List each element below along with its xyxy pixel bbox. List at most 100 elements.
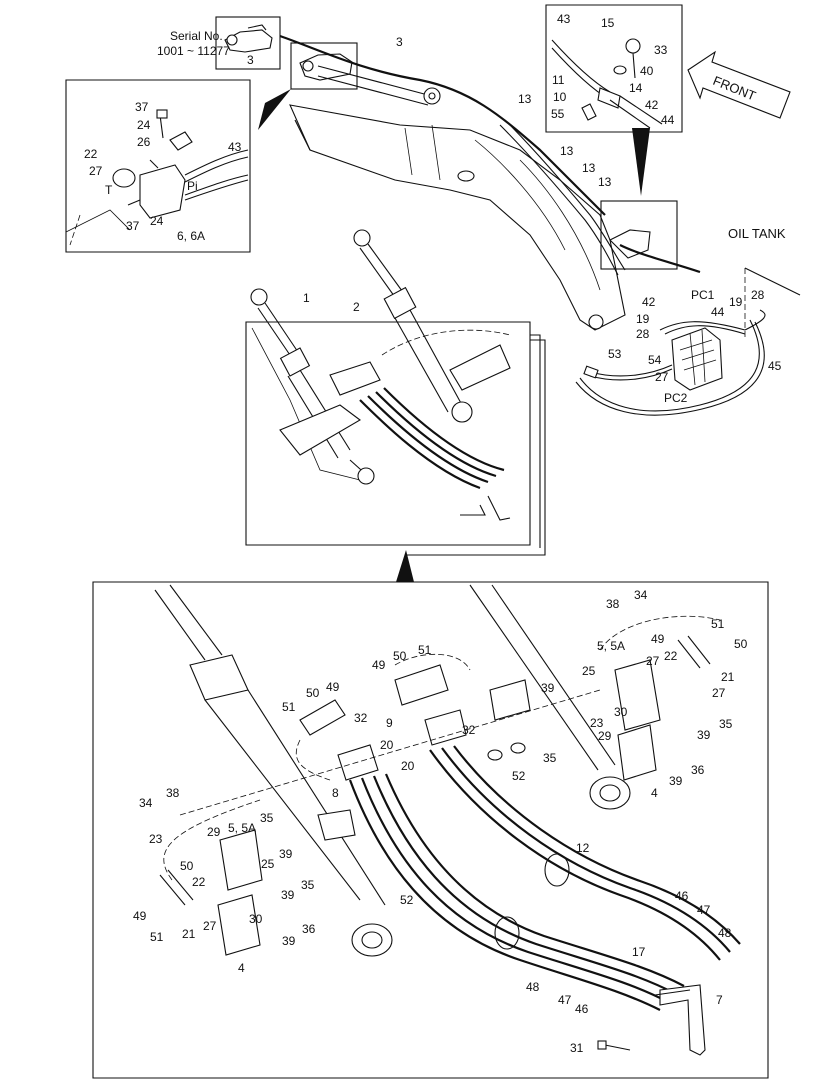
callout-label: 26 bbox=[137, 135, 151, 149]
callout-label: 48 bbox=[718, 926, 732, 940]
callout-label: 54 bbox=[648, 353, 662, 367]
pointer-bottom bbox=[396, 550, 414, 582]
left-inset bbox=[65, 79, 251, 253]
callout-label: 49 bbox=[651, 632, 665, 646]
callout-label: 38 bbox=[166, 786, 180, 800]
callout-label: 13 bbox=[582, 161, 596, 175]
callout-label: 2 bbox=[353, 300, 360, 314]
callout-label: 42 bbox=[645, 98, 659, 112]
callout-label: 29 bbox=[598, 729, 612, 743]
serial-label-line1: Serial No. bbox=[170, 29, 223, 43]
serial-label-line2: 1001 ~ 11277 bbox=[157, 44, 230, 58]
left-valve-block bbox=[159, 799, 263, 956]
callout-label: 11 bbox=[552, 73, 565, 87]
callout-label: 39 bbox=[281, 888, 295, 902]
callout-label: 12 bbox=[576, 841, 590, 855]
callout-label: 22 bbox=[192, 875, 206, 889]
control-valve bbox=[671, 327, 723, 391]
callout-label: 44 bbox=[661, 113, 675, 127]
callout-label: 35 bbox=[260, 811, 274, 825]
callout-label: 20 bbox=[380, 738, 394, 752]
callout-label: 19 bbox=[729, 295, 743, 309]
hose-bundle bbox=[348, 745, 741, 1011]
callout-label: 20 bbox=[401, 759, 415, 773]
pointer-left bbox=[258, 89, 291, 130]
callout-label: T bbox=[105, 183, 113, 197]
callout-label: 13 bbox=[518, 92, 532, 106]
callout-label: 30 bbox=[614, 705, 628, 719]
bracket-7 bbox=[654, 984, 706, 1056]
callout-label: 39 bbox=[279, 847, 293, 861]
callout-label: 50 bbox=[393, 649, 407, 663]
callout-label: 22 bbox=[664, 649, 678, 663]
callout-label: 39 bbox=[669, 774, 683, 788]
oil-tank-edge bbox=[744, 267, 801, 296]
serial-inset: Serial No. 1001 ~ 11277 3 bbox=[157, 16, 281, 70]
callout-label: 32 bbox=[462, 723, 476, 737]
callout-label: 4 bbox=[651, 786, 658, 800]
callout-label: 30 bbox=[249, 912, 263, 926]
right-valve-block bbox=[599, 615, 721, 781]
pointer-right bbox=[632, 128, 650, 196]
callout-label: 33 bbox=[654, 43, 668, 57]
callout-label: 38 bbox=[606, 597, 620, 611]
callout-label: 36 bbox=[302, 922, 316, 936]
callout-label: 37 bbox=[135, 100, 149, 114]
bottom-panel-frame bbox=[92, 581, 769, 1079]
callout-label: 31 bbox=[570, 1041, 584, 1055]
callout-label: 37 bbox=[126, 219, 140, 233]
callout-label: 39 bbox=[282, 934, 296, 948]
center-detail-frame bbox=[245, 321, 531, 546]
callout-label: 6, 6A bbox=[177, 229, 205, 243]
callout-label: 45 bbox=[768, 359, 782, 373]
callout-label: PC1 bbox=[691, 288, 715, 302]
callout-label: 34 bbox=[634, 588, 648, 602]
center-left-block bbox=[295, 699, 379, 841]
callout-label: 8 bbox=[332, 786, 339, 800]
callout-label: 23 bbox=[149, 832, 163, 846]
callout-label: 27 bbox=[712, 686, 726, 700]
callout-label: 24 bbox=[137, 118, 151, 132]
callout-label: 28 bbox=[751, 288, 765, 302]
cylinder-detail-box bbox=[290, 42, 358, 90]
callout-label: 39 bbox=[697, 728, 711, 742]
callout-label: 48 bbox=[526, 980, 540, 994]
front-arrow: FRONT bbox=[687, 50, 791, 119]
callout-label: 27 bbox=[655, 370, 669, 384]
right-inset bbox=[545, 4, 683, 133]
callout-label: 51 bbox=[282, 700, 296, 714]
hose-53 bbox=[589, 364, 673, 377]
cylinder-2 bbox=[353, 229, 473, 423]
callout-label: 49 bbox=[133, 909, 147, 923]
callout-label: 55 bbox=[551, 107, 565, 121]
hose-45 bbox=[579, 319, 760, 412]
callout-label: 32 bbox=[354, 711, 368, 725]
callout-label: 25 bbox=[582, 664, 596, 678]
callout-label: 35 bbox=[301, 878, 315, 892]
callout-label: 28 bbox=[636, 327, 650, 341]
bottom-cylinder-left bbox=[154, 584, 393, 957]
callout-label: 4 bbox=[238, 961, 245, 975]
callout-label: 27 bbox=[646, 654, 660, 668]
callout-label: 44 bbox=[711, 305, 725, 319]
callout-label: 35 bbox=[543, 751, 557, 765]
callout-label: 22 bbox=[84, 147, 98, 161]
callout-label: 46 bbox=[675, 889, 689, 903]
callout-label: 43 bbox=[228, 140, 242, 154]
callout-label: 9 bbox=[386, 716, 393, 730]
callout-label: 39 bbox=[541, 681, 555, 695]
center-block bbox=[394, 653, 531, 761]
bottom-cylinder-right bbox=[469, 584, 631, 810]
boom-pipe-1 bbox=[504, 119, 626, 271]
callout-label: 40 bbox=[640, 64, 654, 78]
boom-pipe-2 bbox=[499, 124, 619, 276]
callout-label: 51 bbox=[150, 930, 164, 944]
callout-label: 42 bbox=[642, 295, 656, 309]
callout-label: 52 bbox=[400, 893, 414, 907]
bolt-31 bbox=[604, 1044, 631, 1051]
callout-label: 50 bbox=[306, 686, 320, 700]
callout-label: 17 bbox=[632, 945, 646, 959]
cylinder-1 bbox=[250, 288, 311, 377]
pipe-connector-1 bbox=[406, 339, 546, 556]
